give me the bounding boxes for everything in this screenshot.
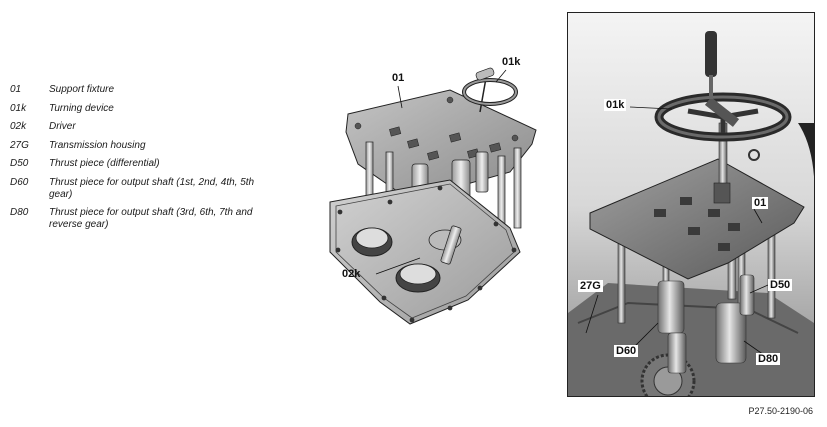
legend-code: 27G bbox=[10, 139, 29, 151]
callout-01k: 01k bbox=[604, 99, 627, 111]
legend-text: Thrust piece for output shaft (3rd, 6th,… bbox=[49, 207, 253, 230]
legend-item: D50 Thrust piece (differential) bbox=[10, 158, 280, 170]
legend-text: Support fixture bbox=[49, 84, 115, 95]
fixture-drawing-svg bbox=[329, 67, 537, 325]
legend-text: Transmission housing bbox=[49, 139, 146, 151]
callout-D60: D60 bbox=[614, 345, 639, 357]
legend-item: 27G Transmission housing bbox=[10, 140, 280, 152]
callout-01: 01 bbox=[752, 197, 769, 209]
fixture-drawing: 01 01k 02k bbox=[300, 52, 540, 342]
callout-D50: D50 bbox=[768, 279, 793, 291]
legend-code: D60 bbox=[10, 176, 29, 188]
legend-code: D50 bbox=[10, 158, 29, 169]
callout-01k: 01k bbox=[502, 56, 521, 68]
legend-item: D80 Thrust piece for output shaft (3rd, 6… bbox=[10, 207, 280, 231]
legend-item: 02k Driver bbox=[10, 121, 280, 133]
callout-01: 01 bbox=[392, 72, 405, 84]
assembly-photo-svg bbox=[568, 13, 814, 396]
callout-D80: D80 bbox=[756, 353, 781, 365]
legend-code: 02k bbox=[10, 121, 27, 132]
legend-code: 01k bbox=[10, 102, 27, 114]
legend-item: 01k Turning device bbox=[10, 103, 280, 115]
callout-02k: 02k bbox=[342, 268, 361, 280]
callout-27G: 27G bbox=[578, 280, 603, 292]
legend-code: 01 bbox=[10, 84, 22, 95]
legend-text: Thrust piece (differential) bbox=[49, 158, 160, 169]
assembly-photo: 01k 01 27G D50 D60 D80 bbox=[567, 12, 815, 397]
legend-item: D60 Thrust piece for output shaft (1st, 2… bbox=[10, 177, 280, 201]
legend-item: 01 Support fixture bbox=[10, 84, 280, 96]
legend-text: Turning device bbox=[49, 102, 114, 114]
legend-text: Driver bbox=[49, 121, 76, 132]
legend-text: Thrust piece for output shaft (1st, 2nd,… bbox=[49, 176, 255, 200]
legend-code: D80 bbox=[10, 207, 29, 218]
reference-number: P27.50-2190-06 bbox=[748, 406, 813, 416]
